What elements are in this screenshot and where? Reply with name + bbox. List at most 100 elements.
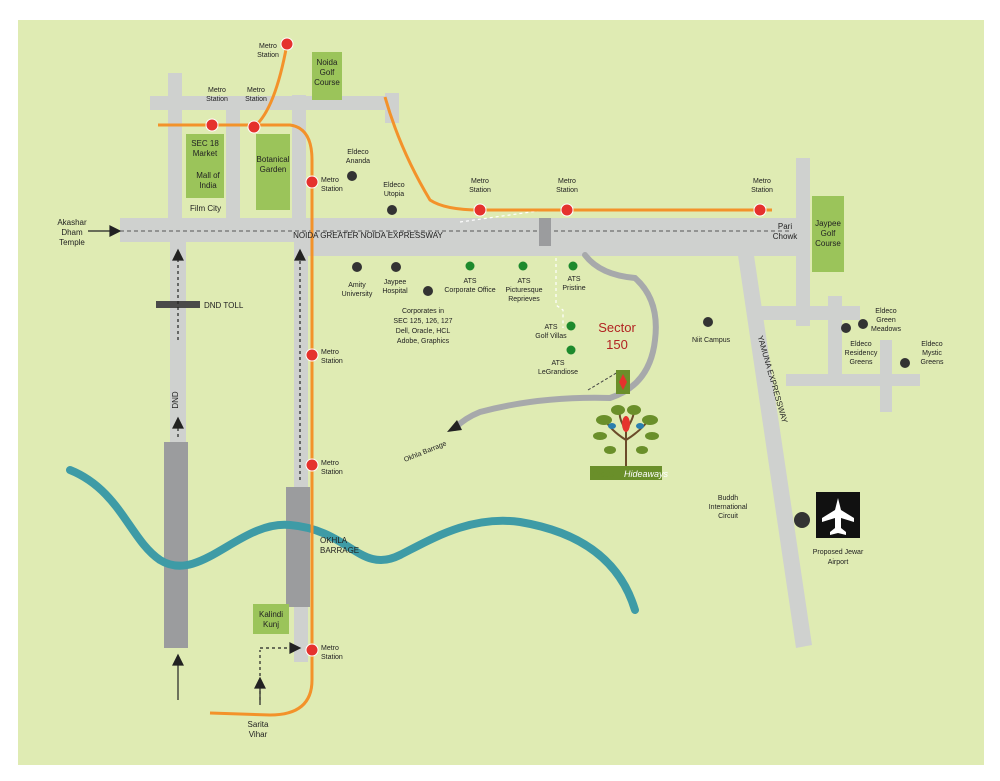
marker-jaypee-hospital [391,262,401,272]
metro-label-top-2: Station [257,52,279,59]
metro-station-top [280,37,294,51]
arrow-up-dnd-mid [172,416,184,429]
eldeco-ananda-label-1: Eldeco [347,149,369,156]
ats-golf-label-1: ATS [544,324,557,331]
ats-legrandiose-label-1: ATS [551,360,564,367]
logo-text-hideaways: Hideaways [624,469,669,479]
okhla-bridge [286,487,310,607]
green-noida-golf [312,52,342,100]
botanical-label-2: Garden [260,165,287,174]
metro-label-mid2-2: Station [321,469,343,476]
pari-label-2: Chowk [773,232,798,241]
metro-label-sec18-2: Station [206,96,228,103]
grid-road-4 [880,340,892,412]
pari-label-1: Pari [778,222,792,231]
arrow-up-sarita [254,676,266,689]
dnd-toll-bar [156,301,200,308]
marker-eldeco-utopia [387,205,397,215]
akshar-label-1: Akashar [57,218,87,227]
grid-road-3 [786,374,920,386]
airplane-icon [822,498,854,535]
marker-corporates [423,286,433,296]
sector-label-1: Sector [598,320,636,335]
eldeco-mystic-label-1: Eldeco [921,341,943,348]
yamuna-river [66,466,639,614]
green-kalindi [253,604,289,634]
project-marker-diamond [619,374,627,390]
green-areas [186,52,844,634]
film-city-label: Film City [190,204,221,213]
jaypee-golf-label-3: Course [815,239,841,248]
green-sec18 [186,134,224,168]
ats-markers [465,261,578,355]
eldeco-residency-label-3: Greens [850,359,873,366]
metro-station-botanical [247,120,261,134]
expressway-gate [539,218,551,246]
direction-arrows [88,225,306,705]
metro-station-exp3 [753,203,767,217]
ats-corporate-label-2: Corporate Office [444,287,495,294]
ats-pristine-label-2: Pristine [562,285,585,292]
metro-station-mid1 [305,348,319,362]
metro-label-mid1-2: Station [321,358,343,365]
sarita-label-2: Vihar [249,730,268,739]
arrow-right-akshar [109,225,122,237]
jaypee-hospital-label-2: Hospital [382,288,408,295]
akshar-label-2: Dham [61,228,83,237]
kalindi-label-2: Kunj [263,620,279,629]
grid-road-2 [828,296,842,386]
ats-picturesque-label-1: ATS [517,278,530,285]
okhla-barrage-arrow [447,420,462,432]
metro-label-exp3-1: Metro [753,178,771,185]
metro-station-exp2 [560,203,574,217]
arrow-up-dnd-top [172,248,184,261]
eldeco-residency-label-1: Eldeco [850,341,872,348]
sec18-label-1: SEC 18 [191,139,219,148]
marker-eldeco-mystic [900,358,910,368]
metro-station-kalindi [305,643,319,657]
metro-label-mid2-1: Metro [321,460,339,467]
ats-picturesque-label-3: Reprieves [508,296,540,303]
marker-eldeco-green [858,319,868,329]
road-vertical-2 [226,100,240,220]
sector-label-2: 150 [606,337,628,352]
metro-label-exp1-1: Metro [471,178,489,185]
botanical-label-1: Botanical [257,155,290,164]
grid-road-1 [760,306,860,320]
sec18-label-2: Market [193,149,218,158]
jaypee-hospital-label-1: Jaypee [384,279,407,286]
eldeco-utopia-label-2: Utopia [384,191,404,198]
okhla-label-1: OKHLA [320,536,348,545]
yamuna-expressway-road [736,242,812,648]
metro-label-exp1-2: Station [469,187,491,194]
metro-line-top [158,123,314,717]
expressway-dash-top [459,209,546,223]
arrow-up-okhla [294,248,306,261]
airport-label-2: Airport [828,559,849,566]
marker-amity [352,262,362,272]
green-jaypee-golf [812,196,844,272]
corporates-label-3: Dell, Oracle, HCL [396,328,451,335]
dnd-bridge [164,442,188,648]
road-vertical-1 [168,73,182,223]
green-botanical [256,134,290,210]
green-mall [186,168,224,198]
metro-label-bot-1: Metro [247,87,265,94]
